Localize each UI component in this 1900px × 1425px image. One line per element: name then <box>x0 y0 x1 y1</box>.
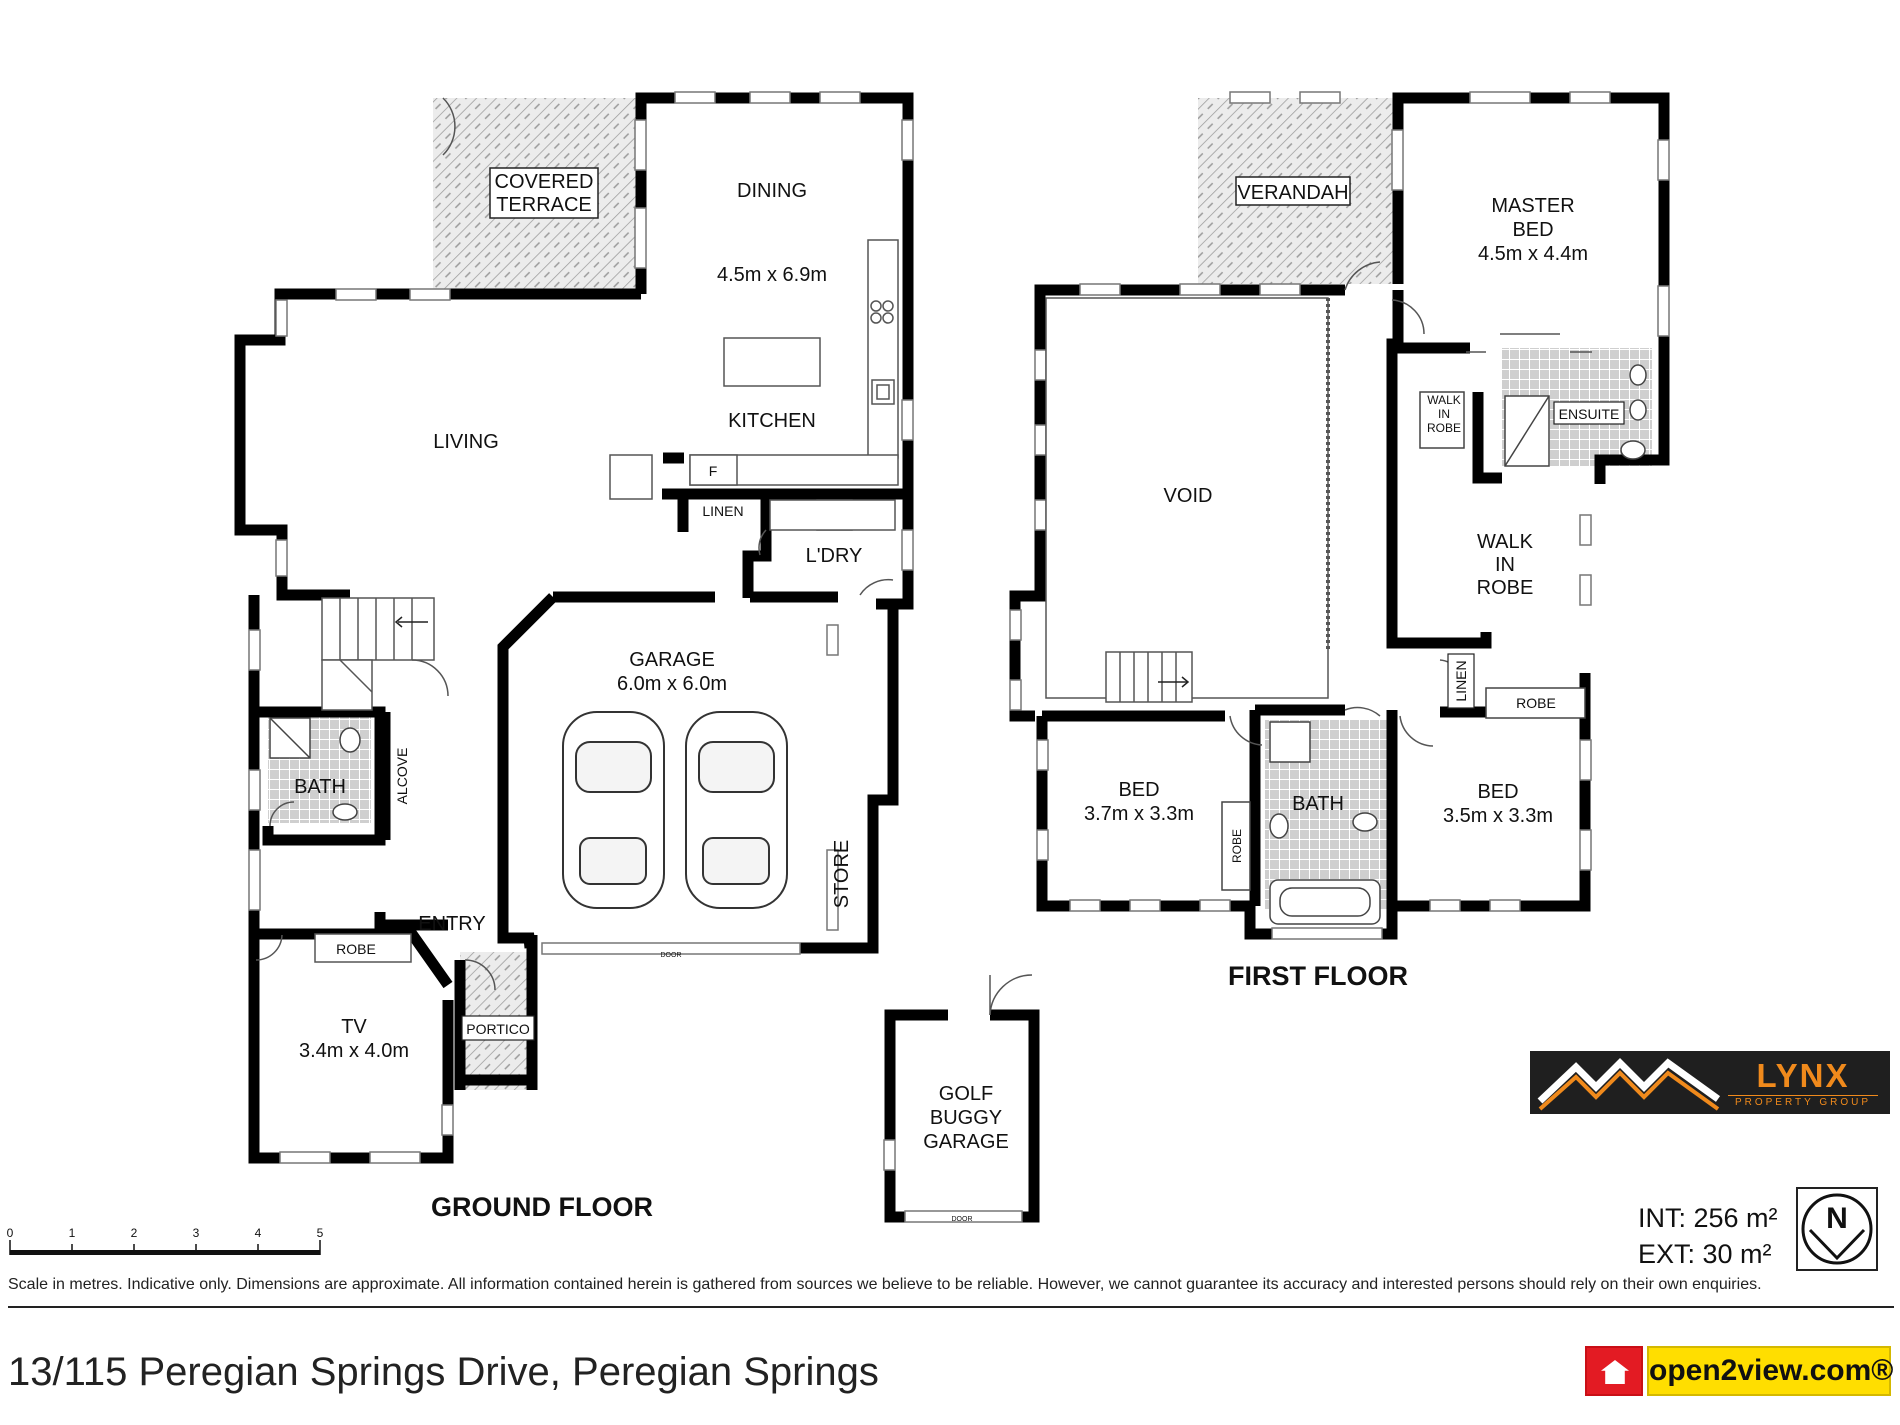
label-garage-size: 6.0m x 6.0m <box>617 673 727 695</box>
walk-in-robe-box <box>1419 391 1465 449</box>
external-area: EXT: 30 m² <box>1638 1239 1772 1269</box>
wall-ldry-west <box>742 497 772 598</box>
ground-stairs-upper <box>321 597 435 661</box>
living-cabinet <box>609 454 653 500</box>
label-wir-small-2: IN <box>1438 407 1450 421</box>
ground-floor <box>234 91 1040 1223</box>
label-master: MASTER <box>1491 195 1574 217</box>
label-linen: LINEN <box>702 503 743 519</box>
label-bath-ground: BATH <box>294 776 346 798</box>
label-fridge: F <box>709 463 718 479</box>
scale-tick-2: 2 <box>131 1226 138 1240</box>
first-floor-title: FIRST FLOOR <box>1228 961 1408 991</box>
ground-floor-title: GROUND FLOOR <box>431 1192 653 1222</box>
label-wir-2: IN <box>1495 554 1515 576</box>
label-wir-3: ROBE <box>1477 577 1534 599</box>
kitchen-bench-east <box>867 239 899 459</box>
label-tv: TV <box>341 1016 367 1038</box>
north-compass-icon: N <box>1796 1187 1878 1271</box>
label-bath-first: BATH <box>1292 793 1344 815</box>
label-master-size: 4.5m x 4.4m <box>1478 243 1588 265</box>
lynx-name: LYNX <box>1756 1057 1850 1094</box>
wall-ensuite <box>1472 392 1502 484</box>
label-void: VOID <box>1164 485 1213 507</box>
scale-tick-4: 4 <box>255 1226 262 1240</box>
label-portico: PORTICO <box>466 1021 530 1037</box>
house-icon <box>1585 1346 1643 1396</box>
robe-bed1-box <box>1221 801 1251 891</box>
lynx-subtitle: PROPERTY GROUP <box>1728 1095 1878 1108</box>
wall-walk-in <box>1386 290 1492 649</box>
label-robe-bed2: ROBE <box>1516 695 1556 711</box>
open2view-text: open2view.com® <box>1647 1346 1893 1396</box>
disclaimer: Scale in metres. Indicative only. Dimens… <box>8 1276 1762 1293</box>
label-covered: COVERED <box>495 171 594 193</box>
wall-garage-west <box>497 593 557 949</box>
lynx-mountains-icon <box>1537 1058 1721 1111</box>
label-dining: DINING <box>737 180 807 202</box>
wall-entry <box>374 912 448 931</box>
footer-divider <box>8 1306 1894 1308</box>
label-garage-door: DOOR <box>661 952 682 959</box>
label-alcove: ALCOVE <box>394 748 410 805</box>
wall-tv-robe <box>254 928 453 989</box>
scale-tick-0: 0 <box>7 1226 14 1240</box>
ldry-bench <box>769 499 896 531</box>
label-buggy: BUGGY <box>930 1107 1002 1129</box>
lynx-logo: LYNX PROPERTY GROUP <box>1530 1051 1890 1114</box>
wall-master <box>1392 92 1670 484</box>
wall-bed1 <box>1036 716 1250 912</box>
compass-label: N <box>1826 1202 1848 1235</box>
room-labels: COVERED TERRACE DINING 4.5m x 6.9m KITCH… <box>294 167 1625 1223</box>
label-robe-bed1: ROBE <box>1230 829 1244 863</box>
label-verandah: VERANDAH <box>1237 182 1348 204</box>
label-garage: GARAGE <box>629 649 715 671</box>
label-bed1-size: 3.7m x 3.3m <box>1084 803 1194 825</box>
fridge-box <box>689 454 738 486</box>
robe-bed2-box <box>1485 687 1586 719</box>
label-living: LIVING <box>433 431 499 453</box>
label-golf: GOLF <box>939 1083 993 1105</box>
scale-bar: 0 1 2 3 4 5 <box>7 1226 324 1255</box>
internal-area: INT: 256 m² <box>1638 1203 1778 1233</box>
ground-stairs-lower <box>321 659 373 711</box>
label-wir-small-1: WALK <box>1427 393 1461 407</box>
open2view-logo[interactable]: open2view.com® <box>1585 1346 1893 1396</box>
void-opening <box>1045 297 1329 699</box>
label-tv-size: 3.4m x 4.0m <box>299 1040 409 1062</box>
label-store: STORE <box>831 840 853 909</box>
scale-tick-5: 5 <box>317 1226 324 1240</box>
label-golf-door: DOOR <box>952 1216 973 1223</box>
scale-tick-1: 1 <box>69 1226 76 1240</box>
label-robe-tv: ROBE <box>336 941 376 957</box>
label-entry: ENTRY <box>418 913 485 935</box>
area-summary: INT: 256 m² EXT: 30 m² <box>1638 1200 1778 1272</box>
property-address: 13/115 Peregian Springs Drive, Peregian … <box>8 1350 879 1394</box>
label-linen-first: LINEN <box>1453 660 1469 701</box>
label-ensuite: ENSUITE <box>1559 406 1620 422</box>
kitchen-island <box>723 337 821 387</box>
label-laundry: L'DRY <box>806 545 863 567</box>
label-bed2-size: 3.5m x 3.3m <box>1443 805 1553 827</box>
label-bed2: BED <box>1477 781 1518 803</box>
label-golf-garage: GARAGE <box>923 1131 1009 1153</box>
label-wir-1: WALK <box>1477 531 1534 553</box>
label-terrace: TERRACE <box>496 194 592 216</box>
robe-tv-box <box>314 933 412 963</box>
label-dining-size: 4.5m x 6.9m <box>717 264 827 286</box>
label-wir-small-3: ROBE <box>1427 421 1461 435</box>
scale-tick-3: 3 <box>193 1226 200 1240</box>
label-kitchen: KITCHEN <box>728 410 816 432</box>
label-master-bed: BED <box>1512 219 1553 241</box>
first-stairs <box>1105 651 1193 703</box>
label-bed1: BED <box>1118 779 1159 801</box>
